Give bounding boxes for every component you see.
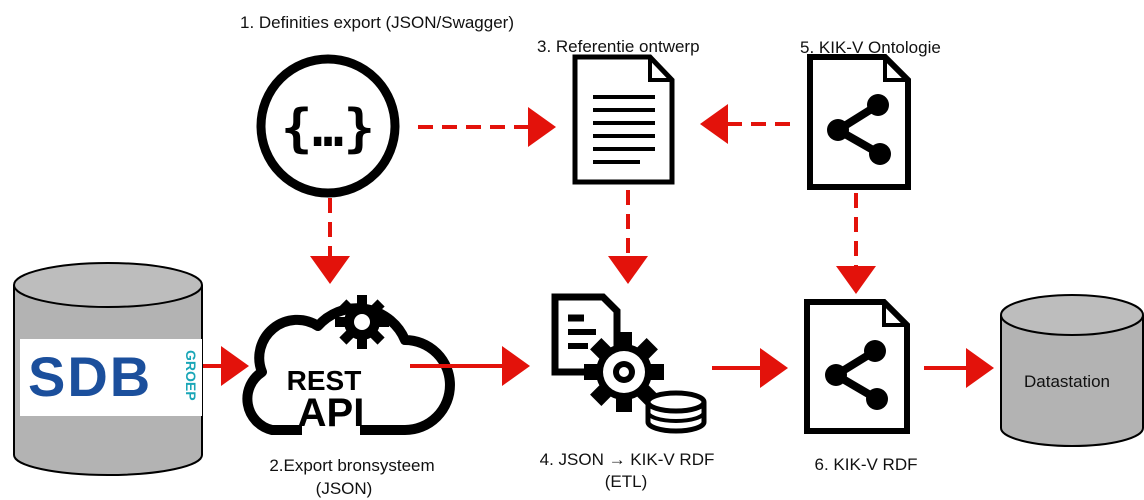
etl-process-icon: [551, 293, 707, 434]
rest-text: REST: [287, 365, 362, 396]
datastation-database-icon: [1000, 294, 1144, 447]
rest-api-icon: REST API: [242, 295, 455, 435]
label-step2-line1: 2.Export bronsysteem: [269, 456, 435, 475]
label-step3: 3. Referentie ontwerp: [537, 37, 700, 56]
kikv-rdf-document-icon: [804, 299, 910, 434]
label-step1: 1. Definities export (JSON/Swagger): [240, 13, 514, 32]
reference-document-icon: [572, 54, 675, 185]
svg-text:{…}: {…}: [281, 99, 375, 159]
ontology-document-icon: [807, 54, 911, 190]
api-text: API: [298, 391, 365, 435]
label-step6: 6. KIK-V RDF: [814, 455, 918, 474]
swagger-definitions-icon: {…}: [256, 54, 400, 198]
label-step2-line2: (JSON): [315, 479, 373, 498]
logo-text: SDB: [28, 345, 152, 408]
label-step4-line1: 4. JSON → KIK-V RDF: [539, 450, 715, 469]
label-datastation: Datastation: [1024, 372, 1110, 391]
logo-subtext: GROEP: [183, 350, 199, 401]
label-step4-line2: (ETL): [604, 472, 648, 491]
sdb-groep-logo: SDB GROEP: [20, 339, 202, 416]
label-step5: 5. KIK-V Ontologie: [800, 38, 941, 57]
